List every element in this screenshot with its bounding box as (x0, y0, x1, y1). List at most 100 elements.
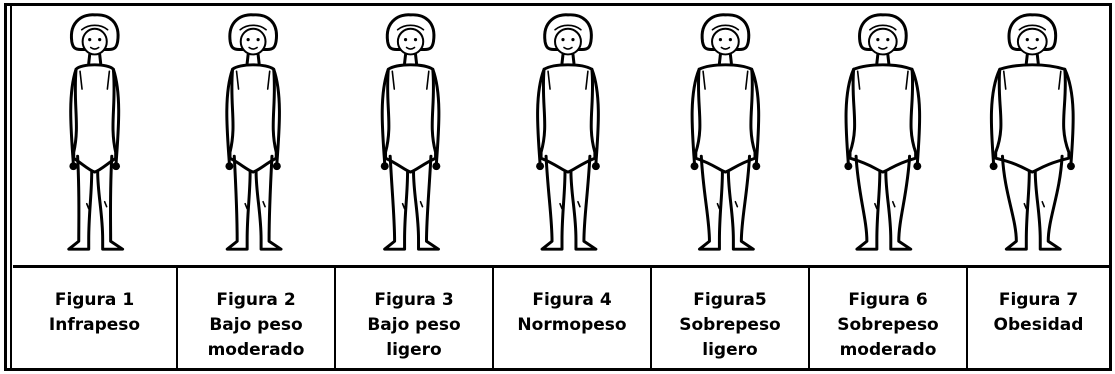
figure-4-label: Figura 4 Normopeso (517, 290, 627, 335)
left-hand (690, 162, 699, 171)
figure-5 (690, 13, 761, 251)
face (554, 27, 582, 56)
mouth (878, 46, 888, 50)
mouth (563, 46, 573, 50)
swimsuit-straps (1002, 70, 1062, 90)
eye-right (1035, 38, 1039, 42)
neck (717, 52, 733, 65)
face (1016, 27, 1048, 56)
figure-7-label: Figura 7 Obesidad (993, 290, 1084, 335)
bangs (554, 24, 582, 31)
left-arm (844, 67, 856, 166)
left-arm (225, 67, 235, 166)
left-arm (380, 67, 390, 166)
label-cell-5: Figura5 Sobrepeso ligero (652, 268, 810, 368)
right-leg (726, 154, 755, 251)
neck (875, 52, 891, 65)
left-leg (225, 154, 252, 251)
neck (87, 52, 103, 65)
torso (72, 63, 118, 174)
right-leg (884, 154, 913, 251)
left-hand (69, 162, 78, 171)
figure-6-label: Figura 6 Sobrepeso moderado (837, 290, 939, 360)
face (711, 27, 740, 56)
right-leg (569, 154, 598, 251)
eye-right (98, 38, 102, 42)
right-leg (412, 154, 440, 251)
figure-1-label: Figura 1 Infrapeso (48, 290, 141, 335)
left-arm (690, 67, 701, 166)
figure-2 (225, 13, 283, 251)
right-hand (752, 162, 761, 171)
figure-6 (844, 13, 922, 251)
swimsuit-straps (547, 70, 589, 90)
figure-7 (989, 13, 1075, 251)
eye-left (1025, 38, 1029, 42)
swimsuit-straps (391, 70, 430, 90)
eye-right (571, 38, 575, 42)
right-arm (750, 67, 761, 166)
eye-left (246, 38, 250, 42)
mouth (1027, 46, 1038, 50)
left-leg (540, 154, 567, 251)
swimsuit-straps (702, 70, 749, 90)
label-cell-2: Figura 2 Bajo peso moderado (178, 268, 336, 368)
right-leg (1033, 154, 1064, 251)
right-leg (96, 154, 125, 251)
mouth (405, 46, 416, 50)
face (867, 27, 898, 56)
right-arm (111, 67, 121, 166)
right-hand (432, 162, 441, 171)
left-hand (225, 162, 234, 171)
bangs (239, 24, 267, 31)
right-arm (910, 67, 922, 166)
left-leg (854, 154, 882, 251)
eye-left (718, 38, 723, 42)
knees (874, 200, 896, 210)
label-cell-6: Figura 6 Sobrepeso moderado (810, 268, 968, 368)
left-arm (69, 67, 78, 166)
left-hand (380, 162, 389, 171)
bangs (80, 24, 109, 31)
bangs (1018, 24, 1047, 31)
right-arm (431, 67, 441, 166)
knees (716, 200, 739, 210)
bangs (711, 24, 740, 31)
right-hand (272, 162, 281, 171)
bangs (869, 24, 897, 31)
eye-right (256, 38, 260, 42)
eye-left (561, 38, 565, 42)
right-arm (272, 67, 281, 166)
eye-left (876, 38, 880, 42)
left-leg (698, 154, 724, 251)
left-leg (383, 154, 410, 251)
figures-drawing (67, 13, 1075, 251)
neck (560, 52, 576, 65)
knees (1023, 200, 1046, 210)
left-hand (536, 162, 545, 171)
right-hand (1066, 162, 1075, 171)
right-hand (591, 162, 600, 171)
knees (559, 200, 581, 210)
mouth (89, 46, 100, 50)
knees (85, 200, 108, 210)
neck (1024, 52, 1040, 65)
label-cell-4: Figura 4 Normopeso (494, 268, 652, 368)
left-hand (989, 162, 998, 171)
swimsuit-straps (856, 70, 909, 90)
swimsuit-straps (235, 70, 271, 90)
face (239, 27, 267, 56)
face (396, 27, 425, 56)
left-hand (844, 162, 853, 171)
labels-row: Figura 1 Infrapeso Figura 2 Bajo peso mo… (13, 268, 1109, 368)
figures-row (13, 6, 1109, 268)
figure-3-label: Figura 3 Bajo peso ligero (367, 290, 461, 360)
figure-3 (380, 13, 441, 251)
figure-1 (67, 13, 125, 251)
left-leg (1000, 154, 1031, 251)
label-cell-1: Figura 1 Infrapeso (13, 268, 178, 368)
swimsuit-straps (79, 70, 111, 90)
neck (403, 52, 419, 65)
figure-5-label: Figura5 Sobrepeso ligero (679, 290, 781, 360)
neck (245, 52, 261, 65)
